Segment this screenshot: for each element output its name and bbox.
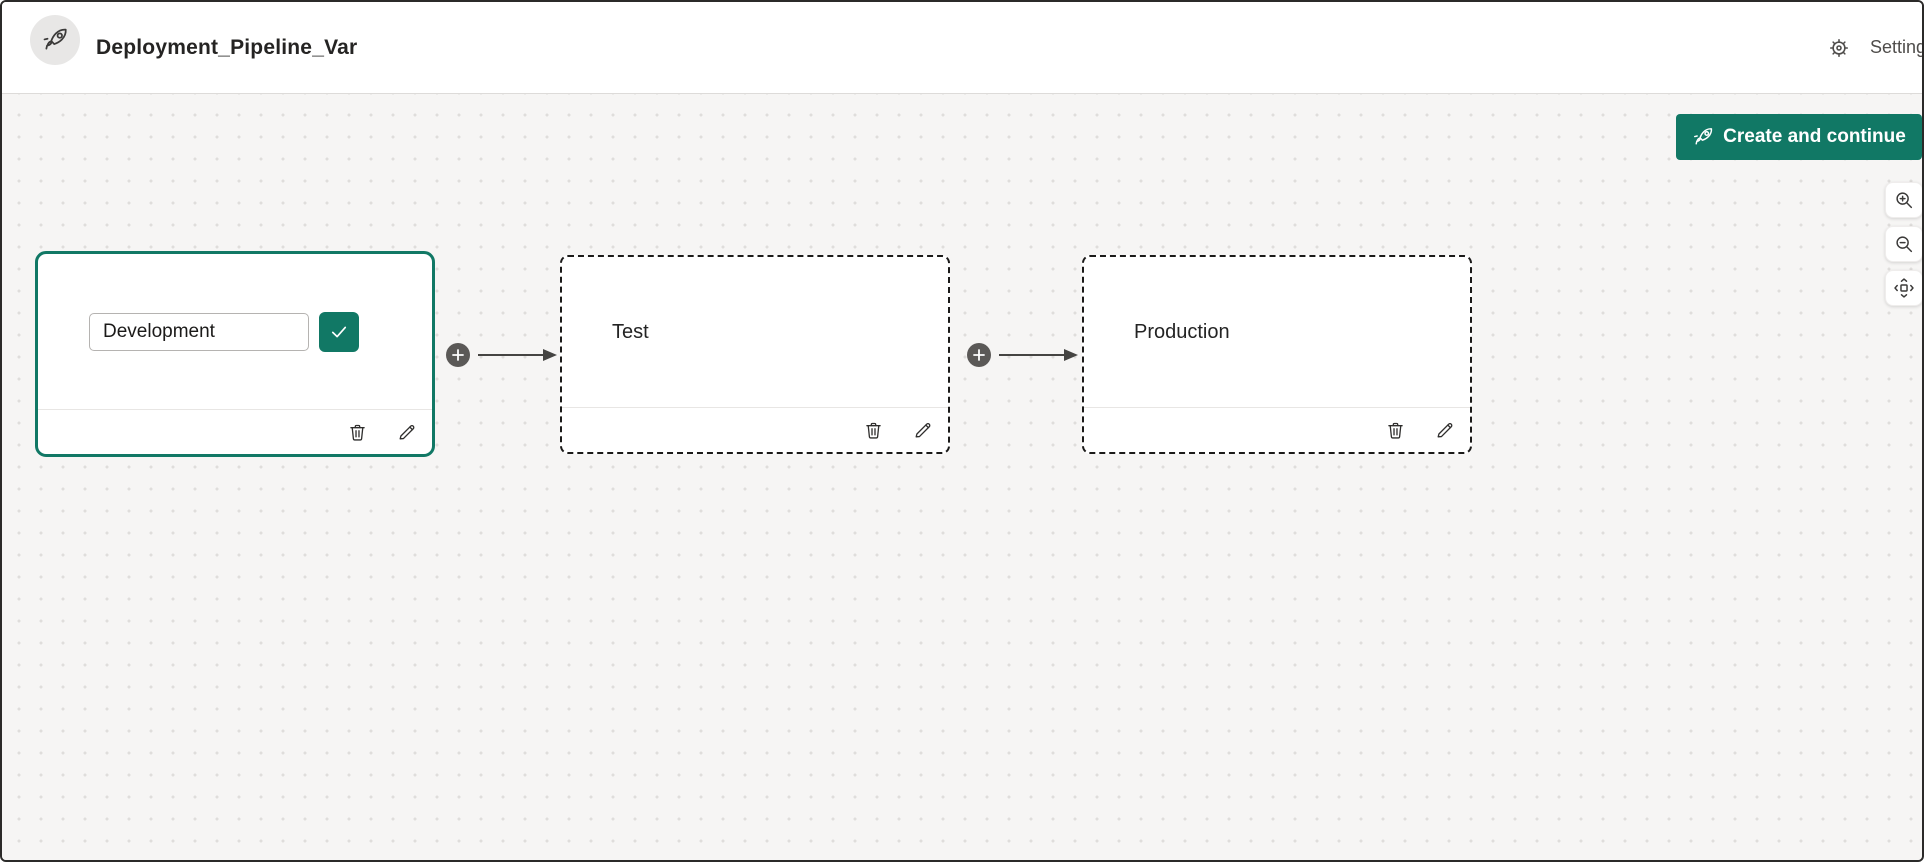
confirm-stage-name-button[interactable] <box>319 311 359 352</box>
trash-icon <box>865 422 881 439</box>
trash-icon <box>1387 422 1403 439</box>
add-stage-button[interactable] <box>446 343 470 367</box>
pencil-icon <box>399 424 414 439</box>
edit-stage-button[interactable] <box>395 421 417 443</box>
checkmark-icon <box>331 326 347 337</box>
stage-footer <box>562 407 948 452</box>
stage-footer <box>38 409 432 454</box>
pipeline-avatar <box>30 15 80 65</box>
gear-icon <box>1829 38 1849 57</box>
delete-stage-button[interactable] <box>346 421 368 443</box>
settings-label: Settings <box>1870 37 1922 57</box>
stage-footer <box>1084 407 1470 452</box>
stage-card-production[interactable]: Production <box>1082 255 1472 454</box>
pencil-icon <box>1437 422 1452 437</box>
fit-to-view-icon <box>1894 278 1914 298</box>
edit-stage-button[interactable] <box>1433 419 1455 441</box>
stage-card-development[interactable] <box>35 251 435 457</box>
plus-icon <box>973 349 985 361</box>
page-title: Deployment_Pipeline_Var <box>96 35 358 59</box>
view-controls <box>1885 182 1922 306</box>
trash-icon <box>349 424 365 441</box>
stage-body: Test <box>562 257 948 407</box>
stage-body <box>38 254 432 409</box>
settings-button[interactable]: Settings <box>1828 2 1922 93</box>
add-stage-button[interactable] <box>967 343 991 367</box>
create-and-continue-button[interactable]: Create and continue <box>1676 114 1922 160</box>
delete-stage-button[interactable] <box>1384 419 1406 441</box>
zoom-in-icon <box>1896 192 1913 209</box>
plus-icon <box>452 349 464 361</box>
zoom-in-button[interactable] <box>1885 182 1922 218</box>
stage-name-label: Test <box>612 320 649 343</box>
delete-stage-button[interactable] <box>862 419 884 441</box>
create-and-continue-label: Create and continue <box>1723 126 1906 147</box>
rocket-icon <box>1694 128 1713 145</box>
fit-to-view-button[interactable] <box>1885 270 1922 306</box>
pipeline-canvas[interactable] <box>2 94 1922 860</box>
header-bar: Deployment_Pipeline_Var Settings <box>2 2 1922 94</box>
pencil-icon <box>915 422 930 437</box>
stage-body: Production <box>1084 257 1470 407</box>
zoom-out-icon <box>1896 236 1913 253</box>
rocket-icon <box>43 28 67 50</box>
zoom-out-button[interactable] <box>1885 226 1922 262</box>
stage-name-input[interactable] <box>89 312 309 351</box>
edit-stage-button[interactable] <box>911 419 933 441</box>
stage-name-label: Production <box>1134 320 1230 343</box>
stage-card-test[interactable]: Test <box>560 255 950 454</box>
